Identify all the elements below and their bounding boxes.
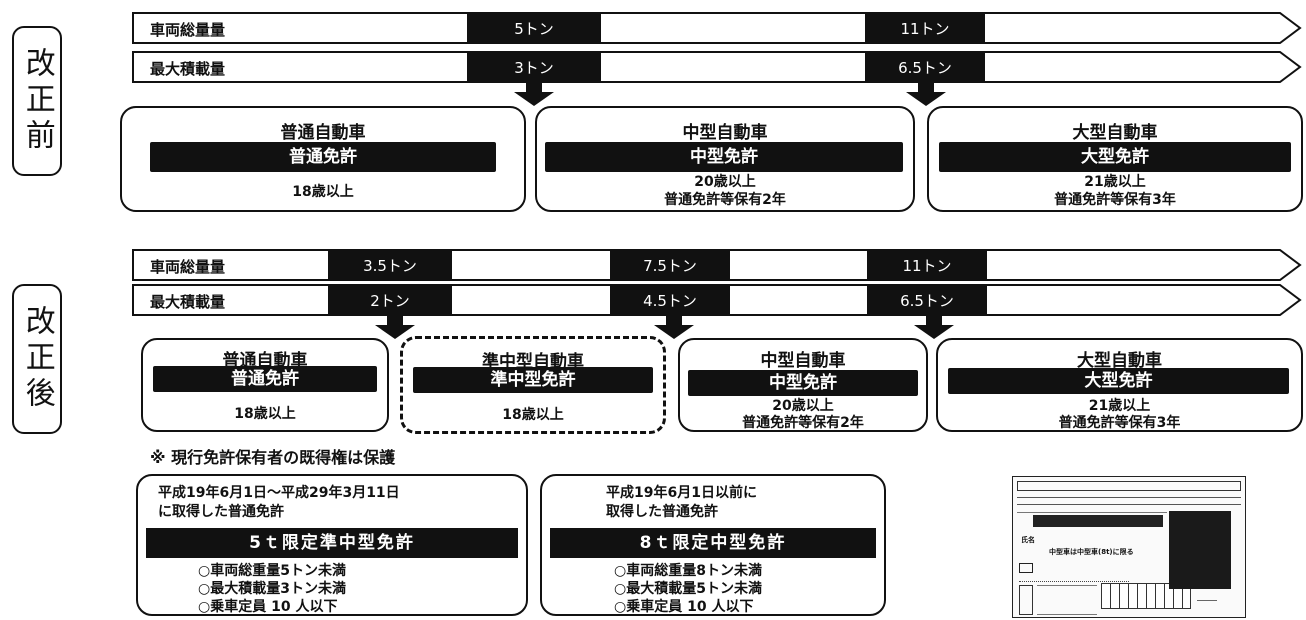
requirement-experience: 普通免許等保有2年 (664, 192, 786, 208)
limited-license-name: 8ｔ限定中型免許 (550, 528, 876, 558)
requirement-age: 18歳以上 (502, 407, 564, 423)
license-card-name: 氏名 (1021, 536, 1035, 544)
arrow-down-icon (375, 315, 415, 339)
arrow-down-icon (514, 82, 554, 106)
condition-capacity: ○乗車定員 10 人以下 (614, 599, 754, 615)
threshold-2t: 2トン (370, 291, 410, 310)
condition-total-weight: ○車両総重量8トン未満 (614, 563, 762, 579)
category-box-semi-medium-after: 準中型自動車 準中型免許 18歳以上 (400, 336, 666, 434)
threshold-5t: 5トン (514, 19, 554, 38)
license-name: 準中型免許 (413, 367, 653, 393)
acquisition-license: に取得した普通免許 (158, 504, 284, 520)
category-title: 大型自動車 (1072, 123, 1158, 143)
acquisition-period: 平成19年6月1日以前に (606, 485, 757, 501)
limited-license-name: 5ｔ限定準中型免許 (146, 528, 518, 558)
grandfather-note: ※ 現行免許保有者の既得権は保護 (150, 448, 396, 467)
license-card-image: 氏名 中型車は中型車(8t)に限る (1012, 476, 1246, 618)
threshold-7-5t: 7.5トン (643, 256, 697, 275)
license-name: 中型免許 (688, 370, 918, 396)
total-weight-label: 車両総量量 (150, 258, 226, 276)
requirement-age: 18歳以上 (234, 406, 296, 422)
license-name: 大型免許 (939, 142, 1291, 172)
max-load-label: 最大積載量 (150, 60, 226, 78)
requirement-experience: 普通免許等保有3年 (1058, 415, 1181, 431)
category-title: 大型自動車 (1077, 351, 1162, 371)
threshold-6-5t: 6.5トン (900, 291, 954, 310)
arrow-down-icon (914, 315, 954, 339)
limited-license-box-5t: 平成19年6月1日～平成29年3月11日 に取得した普通免許 5ｔ限定準中型免許… (136, 474, 528, 616)
category-title: 普通自動車 (280, 123, 366, 143)
total-weight-label: 車両総量量 (150, 21, 226, 39)
requirement-age: 21歳以上 (1088, 398, 1151, 414)
category-title: 中型自動車 (682, 123, 768, 143)
requirement-age: 20歳以上 (772, 398, 834, 414)
max-load-bar-before (132, 51, 1302, 83)
category-title: 中型自動車 (760, 351, 846, 371)
requirement-age: 21歳以上 (1084, 174, 1146, 190)
max-load-bar-after (132, 284, 1302, 316)
license-name: 中型免許 (545, 142, 903, 172)
requirement-age: 20歳以上 (694, 174, 756, 190)
category-box-ordinary-before: 普通自動車 普通免許 18歳以上 (120, 106, 526, 212)
license-card-type: 中型車は中型車(8t)に限る (1049, 548, 1134, 556)
threshold-6-5t: 6.5トン (898, 58, 952, 77)
license-name: 普通免許 (153, 366, 377, 392)
condition-capacity: ○乗車定員 10 人以下 (198, 599, 338, 615)
category-box-large-before: 大型自動車 大型免許 21歳以上 普通免許等保有3年 (927, 106, 1303, 212)
requirement-age: 18歳以上 (292, 184, 354, 200)
threshold-4-5t: 4.5トン (643, 291, 697, 310)
section-label-before: 改正前 (12, 26, 62, 176)
threshold-3t: 3トン (514, 58, 554, 77)
total-weight-bar-after (132, 249, 1302, 281)
license-name: 普通免許 (150, 142, 496, 172)
threshold-11t: 11トン (902, 256, 952, 275)
arrow-down-icon (654, 315, 694, 339)
threshold-3-5t: 3.5トン (363, 256, 417, 275)
category-box-ordinary-after: 普通自動車 普通免許 18歳以上 (141, 338, 389, 432)
arrow-down-icon (906, 82, 946, 106)
total-weight-bar-before (132, 12, 1302, 44)
category-box-medium-after: 中型自動車 中型免許 20歳以上 普通免許等保有2年 (678, 338, 928, 432)
category-box-large-after: 大型自動車 大型免許 21歳以上 普通免許等保有3年 (936, 338, 1303, 432)
condition-max-load: ○最大積載量5トン未満 (614, 581, 762, 597)
license-name: 大型免許 (948, 368, 1289, 394)
photo-placeholder (1169, 511, 1231, 589)
requirement-experience: 普通免許等保有2年 (742, 415, 864, 431)
section-label-after: 改正後 (12, 284, 62, 434)
threshold-11t: 11トン (900, 19, 950, 38)
category-box-medium-before: 中型自動車 中型免許 20歳以上 普通免許等保有2年 (535, 106, 915, 212)
acquisition-period: 平成19年6月1日～平成29年3月11日 (158, 485, 400, 501)
condition-max-load: ○最大積載量3トン未満 (198, 581, 346, 597)
max-load-label: 最大積載量 (150, 293, 226, 311)
condition-total-weight: ○車両総重量5トン未満 (198, 563, 346, 579)
requirement-experience: 普通免許等保有3年 (1054, 192, 1176, 208)
limited-license-box-8t: 平成19年6月1日以前に 取得した普通免許 8ｔ限定中型免許 ○車両総重量8トン… (540, 474, 886, 616)
acquisition-license: 取得した普通免許 (606, 504, 718, 520)
